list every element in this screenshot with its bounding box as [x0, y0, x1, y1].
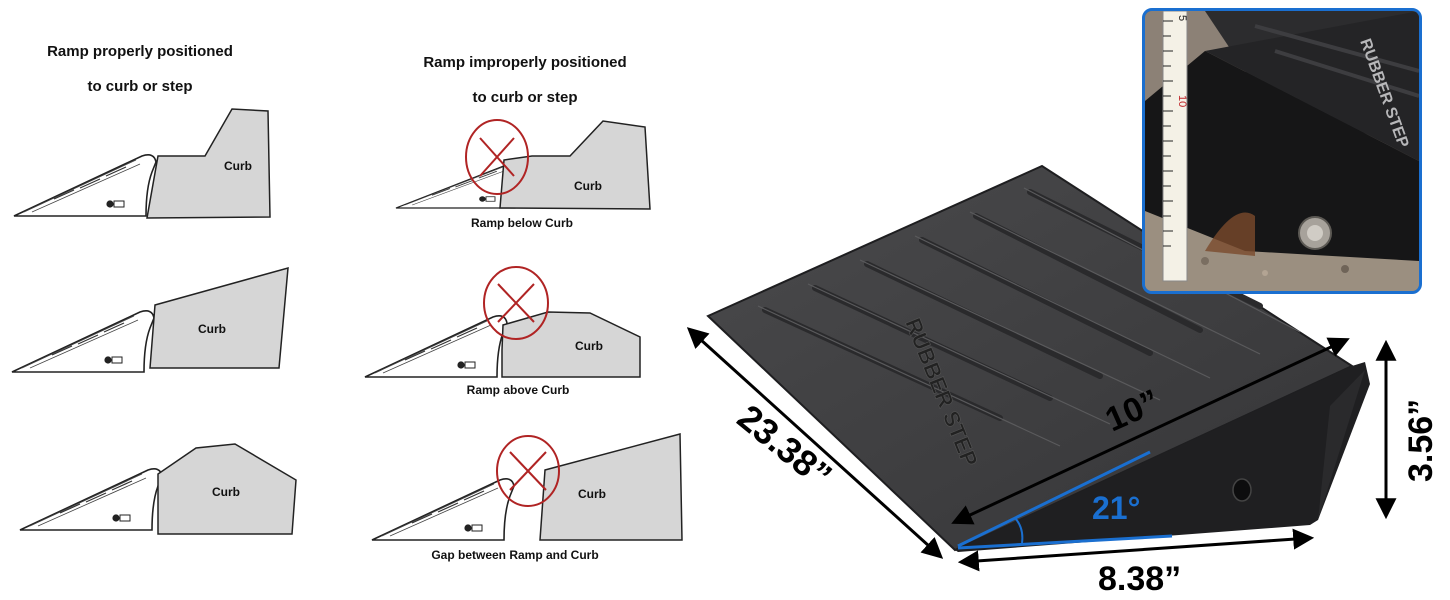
wrong-mark-3-icon — [496, 435, 560, 507]
base-label: 8.38” — [1098, 560, 1181, 598]
tape-number-10: 10 — [1176, 95, 1188, 107]
proper-curb-3 — [157, 443, 297, 535]
improper-curb-label-3: Curb — [578, 487, 606, 501]
proper-curb-label-1: Curb — [224, 159, 252, 173]
base-dimension-arrow — [957, 528, 1315, 572]
improper-curb-2 — [501, 311, 641, 378]
tape-number-5: 5 — [1176, 15, 1188, 21]
length-dimension-arrow — [686, 327, 944, 559]
inset-photo-art: RUBBER STEP 5 10 — [1145, 11, 1419, 291]
caption-gap-between-ramp-and-curb: Gap between Ramp and Curb — [431, 548, 599, 562]
proper-heading-line2: to curb or step — [87, 78, 193, 95]
curb-diagrams: Curb Curb Curb Curb Curb Curb — [11, 108, 683, 541]
caption-ramp-above-curb: Ramp above Curb — [466, 383, 570, 397]
caption-ramp-below-curb: Ramp below Curb — [470, 216, 573, 230]
improper-heading-line1: Ramp improperly positioned — [423, 54, 627, 71]
proper-curb-label-3: Curb — [212, 485, 240, 499]
improper-curb-label-1: Curb — [574, 179, 602, 193]
ramp-bolt-hole — [1232, 478, 1252, 502]
proper-heading-line1: Ramp properly positioned — [47, 43, 233, 60]
inset-photo: RUBBER STEP 5 10 — [1142, 8, 1422, 294]
wrong-mark-2-icon — [483, 266, 549, 340]
height-label: 3.56” — [1402, 399, 1440, 482]
improper-curb-3 — [539, 433, 683, 541]
improper-curb-1 — [499, 120, 651, 210]
improper-heading-line2: to curb or step — [472, 89, 578, 106]
width-dimension-arrow — [951, 337, 1350, 525]
proper-curb-label-2: Curb — [198, 322, 226, 336]
wrong-mark-1-icon — [465, 119, 529, 195]
proper-curb-2 — [149, 266, 289, 369]
proper-curb-1 — [146, 108, 271, 219]
angle-label: 21° — [1092, 490, 1140, 526]
improper-curb-label-2: Curb — [575, 339, 603, 353]
tape-measure — [1162, 11, 1188, 282]
